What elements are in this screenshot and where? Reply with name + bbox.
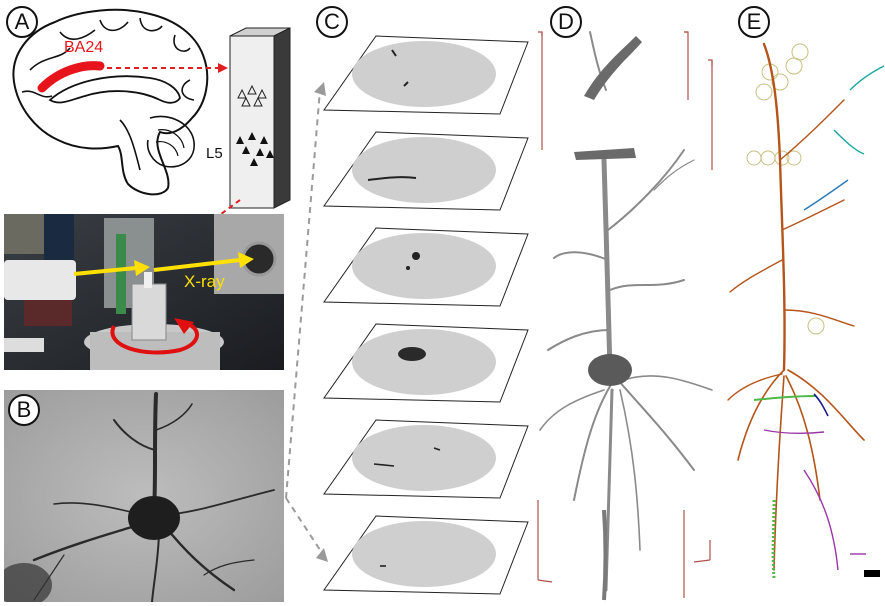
panel-badge-c: C — [316, 6, 348, 38]
xray-label: X-ray — [184, 272, 225, 291]
panel-a: BA24 L5 — [0, 0, 300, 210]
red-arrow-head-icon — [218, 63, 228, 73]
ba24-highlight — [37, 61, 105, 93]
region-label: BA24 — [64, 39, 103, 56]
panel-badge-e: E — [738, 6, 770, 38]
ct-slice — [323, 323, 529, 403]
soma — [588, 354, 632, 386]
xray-arrow-icon — [134, 260, 150, 276]
panel-badge-a: A — [6, 6, 38, 38]
layer-label: L5 — [206, 145, 223, 162]
rotation-arrow-icon — [110, 322, 199, 355]
neuron-tracing — [727, 42, 885, 579]
neuron-3d-rendering — [537, 31, 713, 601]
tissue-block — [229, 27, 291, 209]
brain-outline — [12, 8, 209, 196]
panel-badge-d: D — [550, 6, 582, 38]
panel-badge-b: B — [8, 394, 40, 426]
brain-sketch: BA24 L5 — [12, 8, 228, 196]
ct-slice — [323, 515, 529, 595]
xray-setup-photo: X-ray — [4, 214, 284, 370]
scale-bar — [864, 570, 880, 577]
ct-slice-stack — [285, 35, 529, 595]
ct-slice — [323, 131, 529, 211]
soma — [128, 496, 180, 540]
ct-slice — [323, 419, 529, 499]
bounding-box-brackets — [537, 31, 713, 598]
soma-outline-circles — [746, 43, 825, 335]
ct-slice — [323, 227, 529, 307]
cerebellum — [146, 115, 195, 168]
ct-slice — [323, 35, 529, 115]
neuron-micrograph — [4, 390, 284, 602]
